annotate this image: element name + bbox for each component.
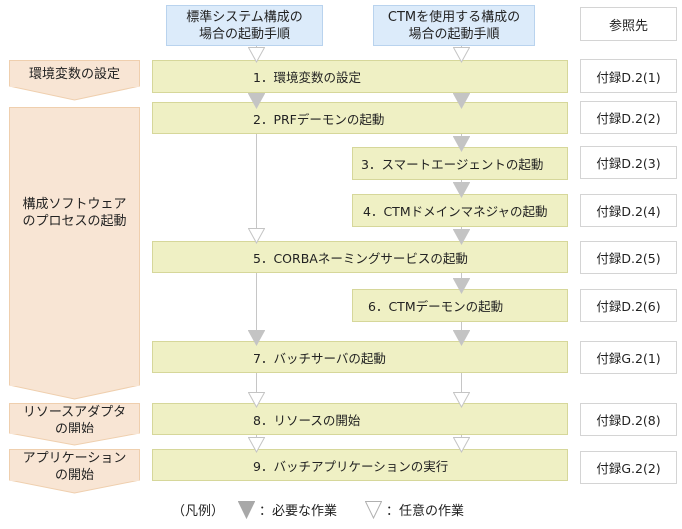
optional-arrow-icon	[453, 47, 470, 63]
header-reference: 参照先	[580, 7, 677, 41]
header-ctm-procedure: CTMを使用する構成の 場合の起動手順	[373, 5, 535, 46]
step-8-label: 8．リソースの開始	[253, 412, 361, 428]
step-4-ctm-domain-manager: 4．CTMドメインマネジャの起動	[352, 194, 568, 227]
ref-step-4-label: 付録D.2(4)	[596, 204, 661, 219]
step-8-resource-start: 8．リソースの開始	[152, 403, 568, 435]
header-standard-line1: 標準システム構成の	[186, 10, 303, 25]
optional-arrow-icon	[365, 500, 383, 519]
step-9-batch-app-run: 9．バッチアプリケーションの実行	[152, 449, 568, 481]
step-5-corba-naming: 5．CORBAネーミングサービスの起動	[152, 241, 568, 273]
step-4-label: 4．CTMドメインマネジャの起動	[363, 204, 548, 219]
ref-step-7: 付録G.2(1)	[580, 341, 677, 374]
optional-arrow-icon	[453, 392, 470, 408]
optional-arrow-icon	[453, 437, 470, 453]
required-arrow-icon	[453, 182, 470, 198]
step-6-ctm-daemon: 6．CTMデーモンの起動	[352, 289, 568, 322]
phase-application-start: アプリケーション の開始	[9, 449, 140, 494]
ref-step-9: 付録G.2(2)	[580, 451, 677, 484]
optional-arrow-icon	[248, 47, 265, 63]
ref-step-5: 付録D.2(5)	[580, 241, 677, 274]
required-arrow-icon	[453, 93, 470, 109]
header-standard-line2: 場合の起動手順	[198, 27, 290, 42]
phase-resource-adapter: リソースアダプタ の開始	[9, 403, 140, 446]
ref-step-5-label: 付録D.2(5)	[596, 251, 661, 266]
legend: （凡例） ：必要な作業 ：任意の作業	[172, 500, 464, 519]
legend-required-label: ：必要な作業	[259, 504, 338, 519]
phase-resource-adapter-line1: リソースアダプタ	[22, 405, 127, 420]
header-reference-label: 参照先	[608, 18, 648, 34]
ref-step-4: 付録D.2(4)	[580, 194, 677, 227]
step-3-smart-agent: 3．スマートエージェントの起動	[352, 147, 568, 180]
ref-step-3: 付録D.2(3)	[580, 146, 677, 179]
step-2-label: 2．PRFデーモンの起動	[253, 111, 385, 127]
ref-step-6: 付録D.2(6)	[580, 289, 677, 322]
phase-process-start-line2: のプロセスの起動	[22, 214, 127, 229]
optional-arrow-icon	[248, 228, 265, 244]
step-2-prf-daemon: 2．PRFデーモンの起動	[152, 102, 568, 134]
ref-step-3-label: 付録D.2(3)	[596, 156, 661, 171]
ref-step-7-label: 付録G.2(1)	[596, 351, 661, 366]
required-arrow-icon	[453, 278, 470, 294]
legend-optional-label: ：任意の作業	[386, 504, 465, 519]
step-3-label: 3．スマートエージェントの起動	[361, 157, 544, 172]
phase-env-setup-label: 環境変数の設定	[28, 67, 120, 82]
required-arrow-icon	[453, 136, 470, 152]
phase-process-start: 構成ソフトウェア のプロセスの起動	[9, 107, 140, 400]
phase-arrow-head	[9, 433, 140, 446]
ref-step-1-label: 付録D.2(1)	[596, 69, 661, 85]
header-standard-procedure: 標準システム構成の 場合の起動手順	[166, 5, 323, 46]
step-5-label: 5．CORBAネーミングサービスの起動	[253, 250, 468, 266]
required-arrow-icon	[248, 93, 265, 109]
step-1-env-setup: 1．環境変数の設定	[152, 60, 568, 93]
phase-env-setup: 環境変数の設定	[9, 60, 140, 101]
ref-step-1: 付録D.2(1)	[580, 59, 677, 93]
required-arrow-icon	[248, 330, 265, 346]
phase-arrow-head	[9, 86, 140, 101]
optional-arrow-icon	[248, 437, 265, 453]
ref-step-6-label: 付録D.2(6)	[596, 299, 661, 314]
required-arrow-icon	[238, 500, 256, 519]
phase-arrow-head	[9, 480, 140, 494]
step-6-label: 6．CTMデーモンの起動	[368, 299, 504, 314]
phase-application-start-line1: アプリケーション	[22, 451, 127, 466]
legend-prefix: （凡例）	[172, 504, 225, 519]
header-ctm-line2: 場合の起動手順	[408, 27, 500, 42]
optional-arrow-icon	[248, 392, 265, 408]
step-9-label: 9．バッチアプリケーションの実行	[253, 458, 449, 474]
required-arrow-icon	[453, 330, 470, 346]
step-7-label: 7．バッチサーバの起動	[253, 350, 386, 366]
required-arrow-icon	[453, 229, 470, 245]
ref-step-2: 付録D.2(2)	[580, 101, 677, 134]
ref-step-8: 付録D.2(8)	[580, 403, 677, 436]
header-ctm-line1: CTMを使用する構成の	[387, 10, 521, 25]
step-7-batch-server: 7．バッチサーバの起動	[152, 341, 568, 373]
phase-process-start-line1: 構成ソフトウェア	[22, 197, 127, 212]
ref-step-9-label: 付録G.2(2)	[596, 461, 661, 476]
phase-arrow-head	[9, 385, 140, 400]
step-1-label: 1．環境変数の設定	[253, 70, 361, 85]
ref-step-2-label: 付録D.2(2)	[596, 111, 661, 126]
ref-step-8-label: 付録D.2(8)	[596, 413, 661, 428]
